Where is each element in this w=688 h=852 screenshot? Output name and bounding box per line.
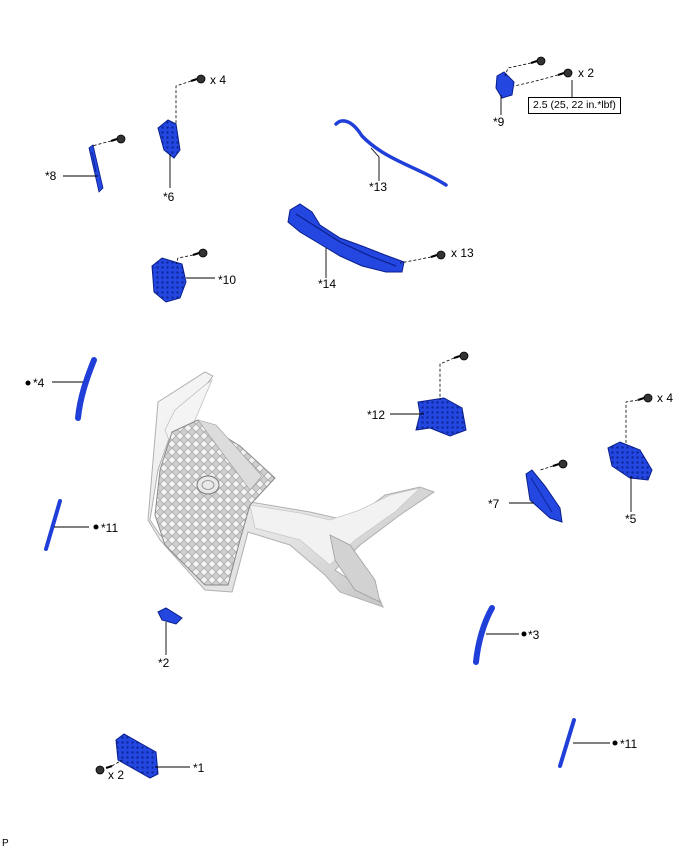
label-part-14: *14: [318, 277, 337, 291]
part-11-left-strip: [44, 499, 62, 551]
label-part-11-right: *11: [620, 737, 638, 751]
footer-code: P: [2, 838, 9, 849]
qty-part-6-screws: x 4: [210, 73, 227, 87]
label-part-3: *3: [528, 628, 540, 642]
part-2-bracket: [157, 607, 183, 625]
bumper-lower-side-vent: [329, 534, 381, 603]
screw-icon: [453, 351, 469, 361]
label-part-10: *10: [218, 273, 237, 287]
part-11-right-strip: [558, 718, 576, 768]
label-part-7: *7: [488, 497, 500, 511]
screw-icon: [637, 393, 653, 403]
part-12-bracket: [415, 397, 467, 437]
dashed-install-lines: [91, 62, 639, 767]
part-4-curved-strip: [75, 357, 97, 421]
screw-icon: [430, 250, 446, 260]
label-part-13: *13: [369, 180, 388, 194]
part-1-license-plate-bracket: [115, 733, 159, 779]
torque-spec-box: 2.5 (25, 22 in.*lbf): [528, 97, 621, 114]
part-3-curved-strip: [473, 605, 495, 665]
screw-icon: [95, 765, 113, 775]
qty-part-5-screws: x 4: [657, 391, 674, 405]
part-10-bracket: [151, 257, 187, 303]
grille-emblem: [196, 475, 220, 495]
qty-part-14-screws: x 13: [451, 246, 474, 260]
screw-icon: [110, 134, 126, 144]
screw-icons: [95, 56, 653, 775]
screw-icon: [190, 74, 206, 84]
label-part-8: *8: [45, 169, 57, 183]
leader-lines: [52, 80, 632, 768]
part-6-bracket: [157, 119, 181, 159]
label-part-4: *4: [33, 376, 45, 390]
screw-icon: [530, 56, 546, 66]
screw-icon: [557, 68, 573, 78]
part-5-grille-piece: [607, 441, 653, 481]
part-14-bumper-reinforcement: [287, 203, 405, 273]
part-13-upper-retainer-strip: [334, 119, 448, 187]
qty-part-1-screws: x 2: [108, 768, 125, 782]
label-part-6: *6: [163, 190, 175, 204]
label-part-12: *12: [367, 408, 386, 422]
part-7-side-piece: [525, 469, 563, 523]
screw-icon: [552, 459, 568, 469]
part-9-bracket: [495, 71, 515, 99]
screw-icon: [192, 248, 208, 258]
front-grille-mesh: [154, 419, 276, 586]
bullet-markers: [25, 380, 618, 746]
label-part-2: *2: [158, 656, 170, 670]
label-part-9: *9: [493, 115, 505, 129]
label-part-5: *5: [625, 512, 637, 526]
label-part-1: *1: [193, 761, 205, 775]
label-part-11-left: *11: [101, 521, 119, 535]
qty-part-9-screws: x 2: [578, 66, 595, 80]
part-8-bracket: [88, 144, 104, 193]
